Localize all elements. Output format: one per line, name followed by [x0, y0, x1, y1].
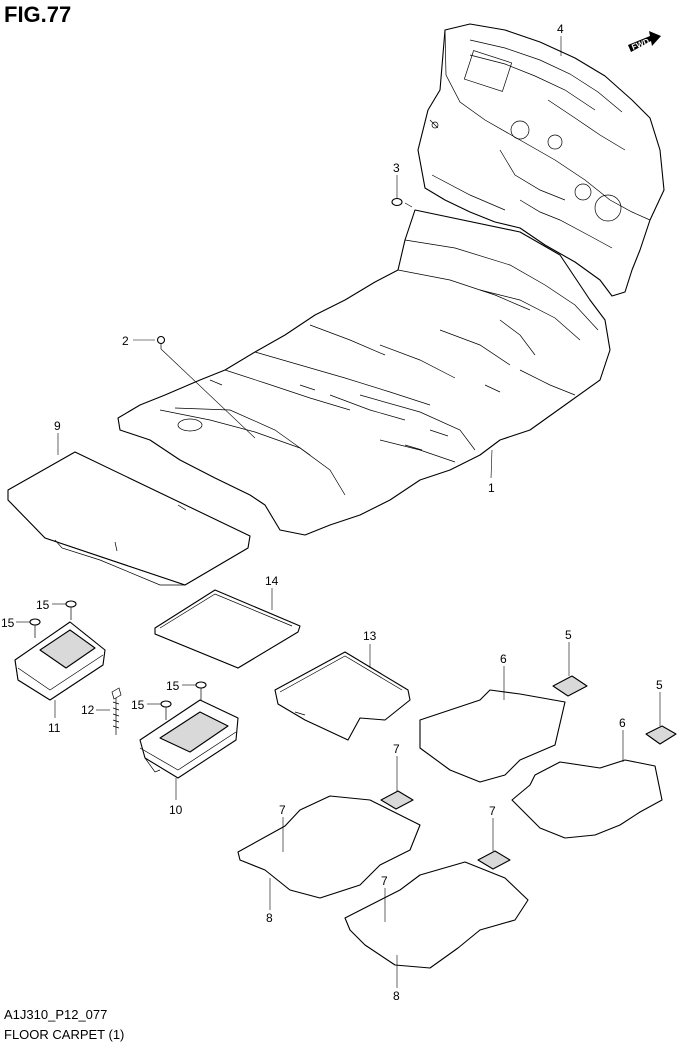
callout-15d: 15: [131, 698, 145, 712]
fwd-arrow-label: FWD: [630, 37, 650, 52]
part-10-storage-box: [139, 699, 239, 779]
part-8-mat-b: [344, 861, 529, 969]
callout-1: 1: [488, 481, 495, 495]
callout-8a: 8: [266, 911, 273, 925]
callout-5b: 5: [656, 678, 663, 692]
part-12-bolt: [111, 687, 122, 735]
callout-5a: 5: [565, 628, 572, 642]
callout-7c: 7: [489, 804, 496, 818]
part-13-mat: [274, 651, 411, 741]
callout-7d: 7: [381, 874, 388, 888]
callout-4: 4: [557, 22, 564, 36]
callout-15b: 15: [1, 616, 15, 630]
fwd-arrow-icon: FWD: [628, 31, 661, 52]
part-4-dash-silencer: [417, 23, 665, 297]
part-2-clip: [156, 335, 256, 439]
callout-15c: 15: [166, 679, 180, 693]
part-6-mat-b: [511, 759, 663, 839]
callout-11: 11: [48, 721, 61, 735]
callout-15a: 15: [36, 598, 50, 612]
part-3-clip: [391, 197, 413, 208]
callout-3: 3: [393, 161, 400, 175]
part-11-storage-box: [14, 621, 106, 701]
part-15-clips: [29, 600, 207, 720]
figure-title: FIG.77: [4, 2, 72, 27]
callout-7a: 7: [393, 742, 400, 756]
part-8-mat-a: [237, 795, 421, 899]
callout-labels: 4 3 2 1 9 14 15 15 15 15 13 5 5 6 6 12 1…: [1, 22, 663, 1003]
callout-10: 10: [169, 803, 183, 817]
callout-6a: 6: [500, 652, 507, 666]
part-5-pads: [552, 675, 677, 745]
callout-13: 13: [363, 629, 377, 643]
callout-2: 2: [122, 334, 129, 348]
figure-name: FLOOR CARPET (1): [4, 1027, 125, 1042]
callout-12: 12: [81, 703, 95, 717]
part-1-floor-carpet: [117, 209, 611, 536]
figure-code: A1J310_P12_077: [4, 1007, 108, 1022]
callout-6b: 6: [619, 716, 626, 730]
callout-14: 14: [265, 574, 279, 588]
part-14-mat: [154, 589, 301, 669]
callout-7b: 7: [279, 803, 286, 817]
part-9-luggage-board: [7, 451, 251, 586]
part-6-mat-a: [419, 689, 566, 783]
callout-9: 9: [54, 419, 61, 433]
leader-lines: [16, 36, 661, 988]
callout-8b: 8: [393, 989, 400, 1003]
